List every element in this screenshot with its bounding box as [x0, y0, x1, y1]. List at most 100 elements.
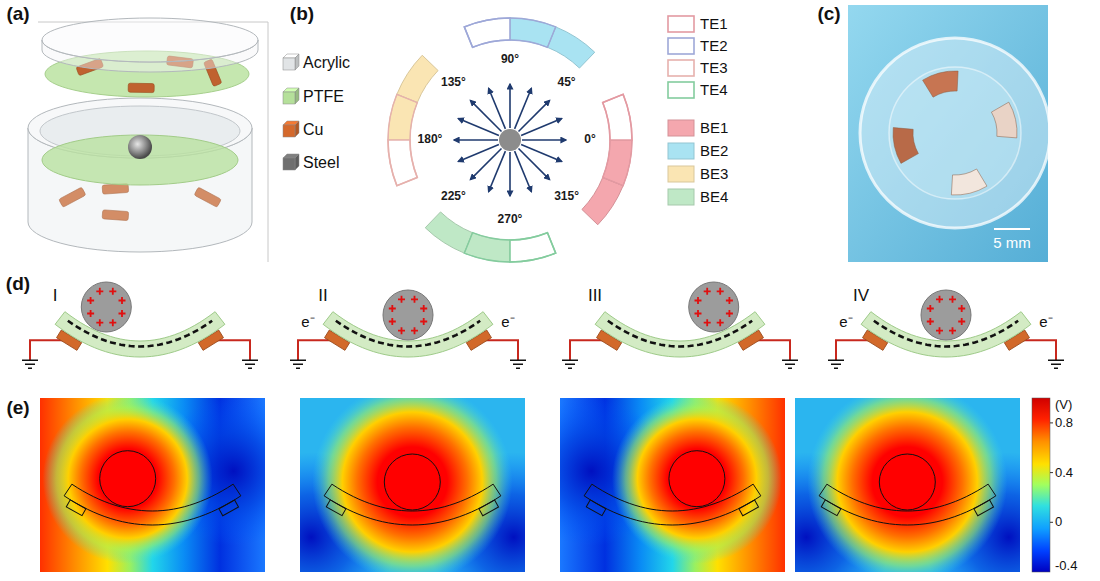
legend-swatch: [668, 166, 694, 182]
ball-outline: [669, 451, 725, 507]
steel-ball: [128, 135, 152, 159]
stage-label: I: [53, 286, 58, 306]
ground-symbol: [242, 360, 258, 368]
potential-map: [40, 398, 265, 572]
ptfe-outline: [324, 484, 501, 525]
ground-symbol: [782, 360, 798, 368]
legend-swatch: [283, 158, 295, 170]
bottom-electrode-sector: [425, 212, 472, 253]
copper-electrode: [923, 71, 959, 97]
legend-swatch: [668, 60, 694, 76]
ptfe-film: [55, 312, 225, 357]
legend-cube-side: [295, 88, 299, 104]
panel-label: (a): [6, 3, 29, 25]
direction-arrow: [519, 100, 550, 131]
legend-swatch: [283, 125, 295, 137]
ground-symbol: [510, 360, 526, 368]
legend-label: Cu: [303, 121, 323, 139]
angle-label: 315°: [554, 190, 579, 204]
ball-position-dot: [499, 129, 521, 151]
ground-wire: [298, 340, 337, 360]
direction-arrow: [509, 84, 511, 128]
colorbar: [1032, 398, 1053, 572]
bottom-electrode-sector: [397, 55, 438, 102]
direction-arrow: [521, 119, 562, 136]
legend-swatch: [668, 16, 694, 32]
bottom-electrode-sector: [582, 177, 623, 224]
legend-swatch-group: [668, 82, 694, 98]
stage-label: III: [588, 286, 602, 306]
steel-ball: [921, 290, 971, 340]
electron-label: e⁻: [301, 313, 314, 330]
top-electrode-outline: [603, 94, 632, 185]
top-electrode-outline: [388, 94, 417, 185]
panel-label: (d): [6, 273, 30, 295]
direction-arrow: [454, 139, 498, 141]
legend-swatch: [283, 92, 295, 104]
colorbar-tick: [1050, 472, 1053, 473]
panel-label: (e): [6, 397, 29, 419]
ground-symbol: [290, 360, 306, 368]
angle-label: 270°: [498, 213, 523, 227]
direction-arrow: [458, 145, 499, 162]
direction-arrow: [489, 88, 506, 129]
acrylic-housing: [28, 128, 252, 252]
colorbar-tick-label: -0.4: [1055, 559, 1077, 574]
colorbar-tick-label: 0.4: [1055, 466, 1073, 481]
legend-label: BE4: [700, 188, 728, 205]
legend-swatch-group: [668, 166, 694, 182]
legend-label: Steel: [303, 154, 339, 172]
potential-map: [795, 398, 1020, 572]
electrode-outline: [586, 500, 606, 516]
legend-label: TE2: [700, 37, 728, 54]
legend-swatch-group: [668, 60, 694, 76]
electrode-outline: [479, 500, 499, 516]
copper-electrode: [194, 187, 221, 207]
electron-label: e⁻: [839, 313, 852, 330]
direction-arrow: [521, 145, 562, 162]
legend-label: TE1: [700, 15, 728, 32]
legend-swatch: [668, 143, 694, 159]
legend-swatch-group: [283, 54, 299, 70]
scale-bar: [994, 228, 1030, 230]
colorbar-tick: [1050, 522, 1053, 523]
panel-b-illustration: [388, 18, 632, 262]
legend-label: BE2: [700, 142, 728, 159]
legend-swatch-group: [283, 88, 299, 104]
legend-swatch-group: [283, 121, 299, 137]
direction-arrow: [470, 100, 501, 131]
colorbar-unit: (V): [1055, 398, 1072, 413]
ground-wire: [30, 340, 69, 360]
legend-label: TE3: [700, 59, 728, 76]
stage-schematic: [562, 282, 798, 368]
top-electrode-outline: [464, 18, 555, 47]
stage-label: II: [318, 286, 327, 306]
positive-charges: [87, 288, 125, 326]
legend-label: PTFE: [303, 88, 344, 106]
copper-electrode: [102, 210, 129, 221]
ball-outline: [100, 451, 156, 507]
angle-label: 135°: [441, 76, 466, 90]
acrylic-lid-top: [42, 18, 258, 62]
angle-label: 45°: [558, 76, 576, 90]
potential-high-region: [312, 398, 512, 572]
legend-swatch: [668, 82, 694, 98]
device-dish: [860, 38, 1050, 228]
angle-label: 180°: [418, 133, 443, 147]
legend-label: BE3: [700, 165, 728, 182]
ground-wire: [836, 340, 875, 360]
legend-swatch: [668, 120, 694, 136]
legend-swatch: [668, 38, 694, 54]
ptfe-outline: [584, 484, 761, 525]
colorbar-tick-label: 0: [1055, 515, 1062, 530]
potential-high-region: [43, 398, 213, 564]
potential-map: [300, 398, 525, 572]
ground-wire: [1017, 340, 1056, 360]
direction-arrow: [522, 139, 566, 141]
electrode-outline: [821, 500, 841, 516]
panel-a-illustration: [28, 18, 268, 262]
ground-wire: [211, 340, 250, 360]
stage-label: IV: [853, 286, 869, 306]
panel-c-photo: [848, 5, 1050, 262]
